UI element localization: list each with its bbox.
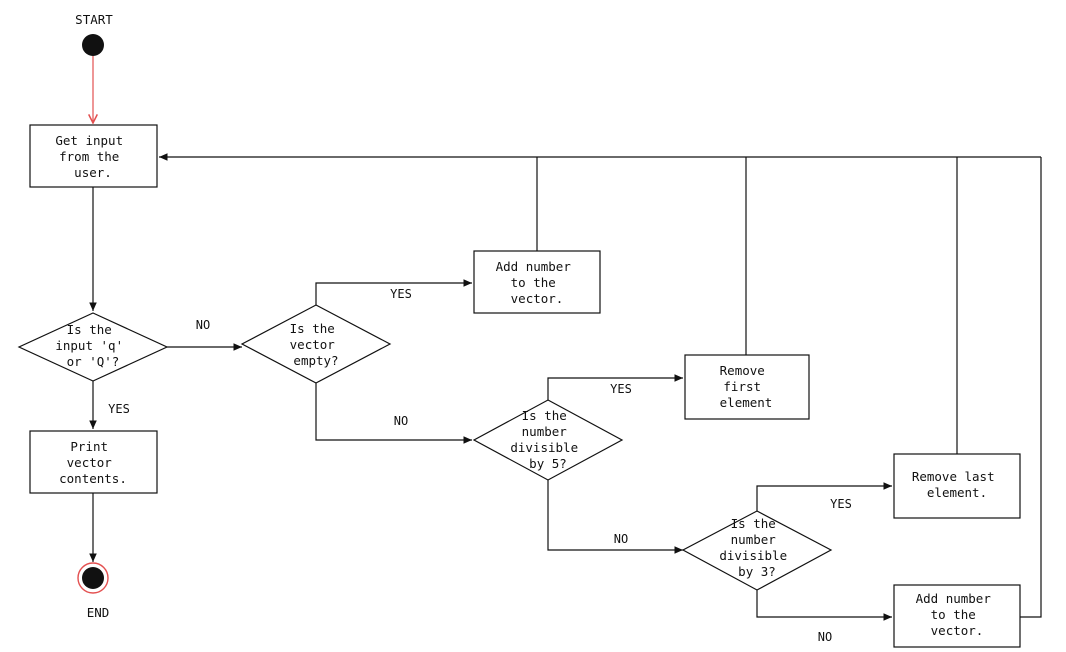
node-div5-line-4: by 5? [529,456,567,471]
end-label: END [87,605,110,620]
node-remove-first [684,354,810,420]
node-get-input-line-1: Get input [55,133,123,148]
label-div5-yes: YES [610,382,632,396]
label-div5-no: NO [614,532,628,546]
start-node [82,34,104,56]
node-vector-empty-text: Is the vector empty? [290,321,343,368]
node-div5-line-2: number [522,424,568,439]
node-div3-line-2: number [731,532,777,547]
label-isq-yes: YES [108,402,130,416]
node-is-q-line-3: or 'Q'? [67,354,120,369]
node-remove-first-line-1: Remove [720,363,765,378]
node-div3-line-3: divisible [719,548,787,563]
node-is-q-text: Is the input 'q' or 'Q'? [55,322,130,369]
node-remove-last-text: Remove last element. [912,469,1002,500]
node-div3-line-1: Is the [731,516,776,531]
label-div3-yes: YES [830,497,852,511]
node-print-text: Print vector contents. [59,439,127,486]
node-get-input-line-3: user. [74,165,112,180]
edge-div5-yes [547,374,683,400]
node-remove-first-line-3: element [720,395,773,410]
node-get-input-line-2: from the [59,149,119,164]
node-div5-line-1: Is the [522,408,567,423]
edge-div3-yes [756,482,892,511]
node-vector-empty-line-2: vector [290,337,336,352]
node-add-number-2-line-2: to the [931,607,976,622]
label-div3-no: NO [818,630,832,644]
start-label: START [75,12,113,27]
node-add-number-2-line-1: Add number [916,591,992,606]
node-div3-text: Is the number divisible by 3? [719,516,794,579]
node-add-number-1-line-3: vector. [511,291,564,306]
label-empty-no: NO [394,414,408,428]
node-div5-text: Is the number divisible by 5? [510,408,585,471]
node-add-number-2 [893,584,1021,648]
label-empty-yes: YES [390,287,412,301]
label-isq-no: NO [196,318,210,332]
node-div3-line-4: by 3? [738,564,776,579]
edge-div3-no [756,590,892,621]
node-vector-empty-line-3: empty? [293,353,338,368]
node-get-input-text: Get input from the user. [55,133,130,180]
end-node [82,567,104,589]
node-remove-last [893,453,1021,519]
node-print-line-1: Print [70,439,108,454]
node-add-number-2-line-3: vector. [931,623,984,638]
edge-div5-no [547,480,683,554]
node-add-number-2-text: Add number to the vector. [916,591,999,638]
node-print-line-2: vector [67,455,113,470]
edge-empty-yes [315,279,472,305]
node-add-number-1-line-2: to the [511,275,556,290]
node-div5-line-3: divisible [510,440,578,455]
node-is-q-line-1: Is the [67,322,112,337]
node-remove-first-line-2: first [723,379,761,394]
node-add-number-1-text: Add number to the vector. [496,259,579,306]
node-is-q-line-2: input 'q' [55,338,123,353]
return-line-add-number-2 [1020,157,1042,618]
node-remove-last-line-2: element. [927,485,987,500]
node-remove-first-text: Remove first element [720,363,773,410]
node-remove-last-line-1: Remove last [912,469,995,484]
node-add-number-1-line-1: Add number [496,259,572,274]
node-print-line-3: contents. [59,471,127,486]
node-vector-empty-line-1: Is the [290,321,335,336]
edge-empty-no [315,383,472,444]
node-add-number-1 [473,250,601,314]
